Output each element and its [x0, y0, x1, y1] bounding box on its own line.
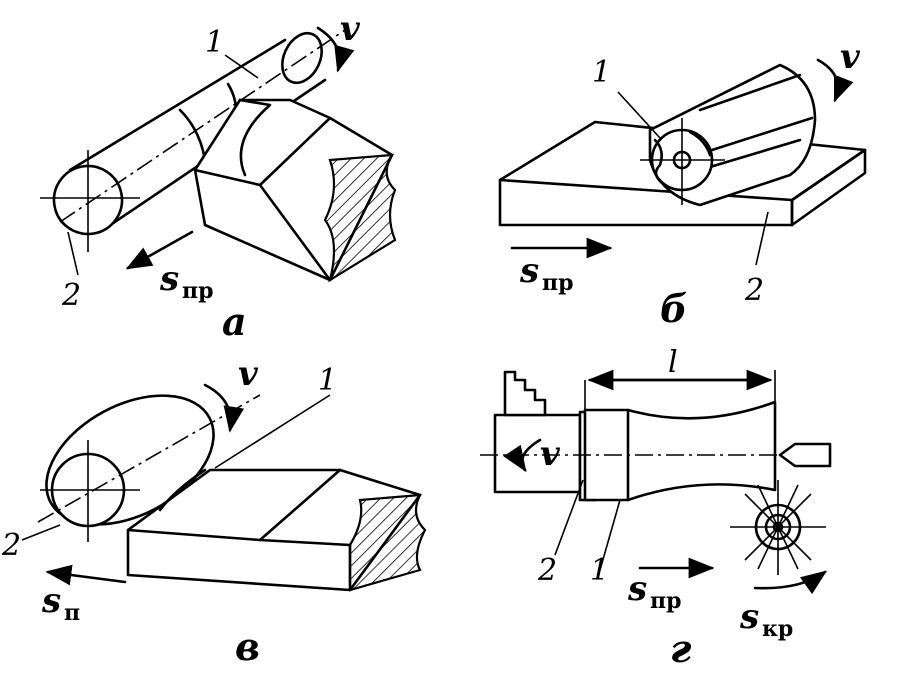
part-1-label-a: 1 — [205, 25, 224, 60]
leader-2-v — [21, 524, 61, 541]
panel-label-a: а — [222, 299, 247, 344]
feed-arrow-a — [125, 230, 194, 270]
speed-label-v: v — [238, 354, 259, 394]
part-2-label-a: 2 — [61, 278, 81, 313]
feed-sub-a: пр — [182, 278, 214, 304]
tailstock-center-g — [778, 442, 832, 468]
part-2-label-b: 2 — [744, 273, 764, 308]
leader-1-a — [224, 54, 259, 79]
rotation-arrow-v — [203, 383, 245, 433]
chuck-g — [493, 370, 597, 502]
panel-v: 1 2 v s п в — [1, 354, 427, 669]
grinding-wheel-g — [730, 480, 826, 575]
feed-symbol-g: s — [627, 569, 647, 609]
speed-label-b: v — [840, 37, 861, 77]
leader-2-a — [67, 231, 79, 276]
workpiece-a — [193, 98, 397, 283]
feed-sub-b: пр — [542, 270, 574, 296]
leader-2-b — [755, 211, 769, 266]
feed-arrow-v — [45, 564, 127, 586]
feed-symbol-a: s — [159, 259, 179, 299]
panel-g: l v 2 1 s пр s кр г — [480, 345, 832, 671]
rotation-arrow-a — [316, 26, 355, 73]
panel-label-v: в — [235, 624, 260, 669]
grinding-wheel-v — [37, 394, 261, 542]
leader-2-g — [554, 479, 584, 556]
speed-label-a: v — [340, 9, 361, 49]
circ-feed-arrow-g — [753, 570, 828, 595]
part-1-label-b: 1 — [592, 55, 611, 90]
milling-cutter-b — [640, 63, 817, 207]
length-label-g: l — [668, 345, 678, 380]
part-2-label-g: 2 — [537, 553, 557, 588]
circ-feed-symbol-g: s — [739, 597, 759, 637]
part-1-label-g: 1 — [590, 553, 609, 588]
workpiece-g — [480, 400, 790, 502]
rotation-arrow-b — [816, 58, 854, 103]
feed-symbol-v: s — [41, 581, 61, 621]
workpiece-v — [126, 468, 427, 592]
leader-1-b — [617, 91, 661, 139]
rotation-arrow-g — [503, 438, 542, 473]
feed-symbol-b: s — [519, 251, 539, 291]
grinding-wheel-a — [40, 29, 346, 252]
panel-label-g: г — [670, 626, 691, 671]
dim-extension-g — [584, 370, 776, 410]
feed-sub-v: п — [64, 600, 80, 626]
part-2-label-v: 2 — [1, 528, 21, 563]
panel-a: 1 2 v s пр а — [40, 9, 397, 344]
leader-1-v — [214, 394, 331, 469]
leader-1-g — [599, 499, 621, 571]
part-1-label-v: 1 — [318, 363, 337, 398]
circ-feed-sub-g: кр — [762, 616, 793, 642]
panel-label-b: б — [660, 286, 687, 331]
speed-label-g: v — [540, 434, 561, 474]
panel-b: 1 2 v s пр б — [498, 37, 867, 331]
feed-sub-g: пр — [650, 588, 682, 614]
